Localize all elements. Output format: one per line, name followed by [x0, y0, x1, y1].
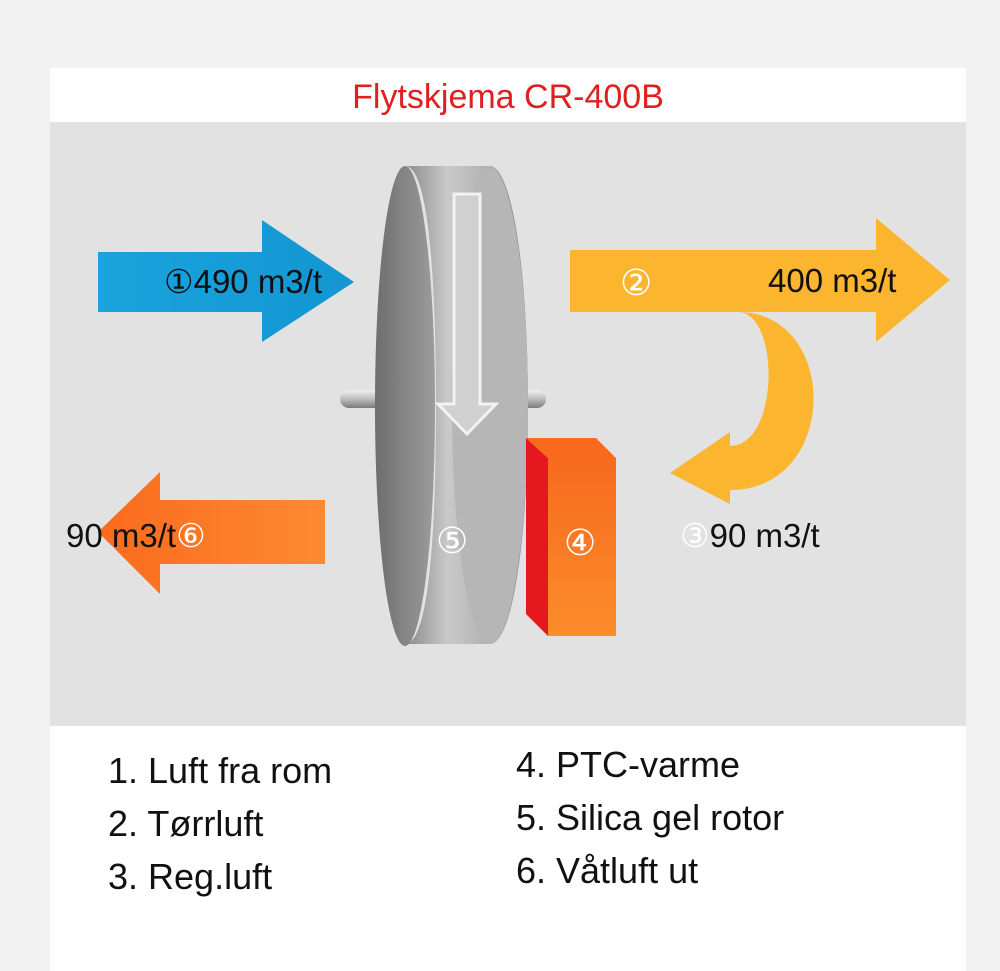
regen-value: 90 m3/t: [709, 517, 820, 554]
heater-top: [526, 438, 616, 458]
heater-side: [526, 438, 548, 636]
wet-air-label: 90 m3/t⑥: [66, 516, 206, 555]
legend-item: 6. Våtluft ut: [516, 850, 699, 891]
dry-air-marker: ②: [620, 262, 653, 303]
inlet-marker: ①: [164, 263, 194, 300]
legend-item: 3. Reg.luft: [108, 856, 273, 897]
inlet-label: ①490 m3/t: [164, 262, 322, 301]
rotor-marker: ⑤: [436, 520, 469, 561]
regen-label: ③90 m3/t: [680, 516, 820, 555]
regen-marker: ③: [680, 517, 710, 554]
rotor-flow-arrow: [434, 192, 500, 437]
wet-air-arrow: [98, 472, 325, 594]
inlet-arrow: [98, 220, 354, 342]
legend-item: 1. Luft fra rom: [108, 750, 333, 791]
legend-item: 2. Tørrluft: [108, 803, 264, 844]
inlet-value: 490 m3/t: [193, 263, 323, 300]
legend-right: 4. PTC-varme 5. Silica gel rotor 6. Våtl…: [516, 738, 784, 897]
legend-item: 5. Silica gel rotor: [516, 797, 785, 838]
rotor-rim: [375, 166, 435, 646]
diagram-title: Flytskjema CR-400B: [352, 78, 664, 116]
flow-diagram: ①490 m3/t ② 400 m3/t ③90 m3/t 90 m3/t⑥ ⑤…: [50, 122, 966, 726]
wet-air-value: 90 m3/t: [66, 517, 177, 554]
legend-item: 4. PTC-varme: [516, 744, 741, 785]
diagram-card: Flytskjema CR-400B: [50, 68, 966, 971]
heater-marker: ④: [564, 522, 597, 563]
regen-curve: [670, 312, 814, 504]
legend-left: 1. Luft fra rom 2. Tørrluft 3. Reg.luft: [108, 744, 332, 903]
dry-air-arrow: [570, 218, 950, 342]
flow-graphic: [98, 166, 950, 646]
wet-air-marker: ⑥: [176, 517, 206, 554]
dry-air-value: 400 m3/t: [768, 262, 897, 299]
heater-front: [548, 458, 616, 636]
